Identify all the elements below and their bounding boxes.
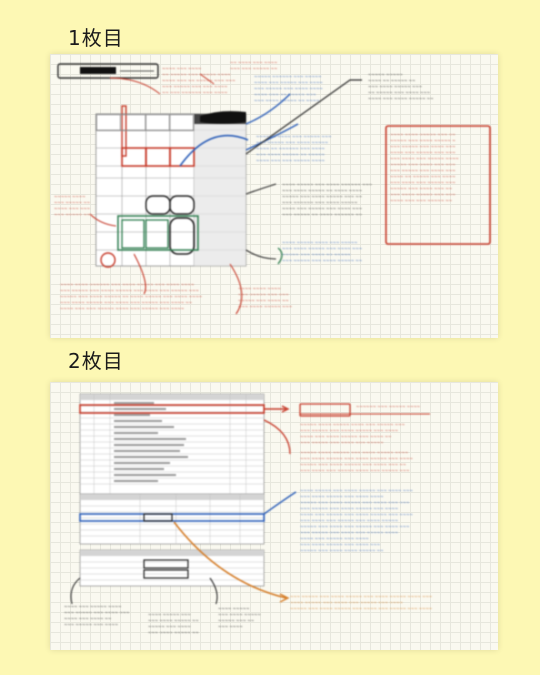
annotated-page-2: ~~~~~~ ~~~ ~~~~~ ~~~~ ~~~~~ ~~~~ ~~~~~ ~…: [50, 382, 498, 650]
page-heading-first: 1枚目: [68, 26, 124, 50]
annotation-drawing-2: [70, 393, 430, 605]
page-heading-second: 2枚目: [68, 349, 124, 373]
schedule-table-1: [95, 114, 195, 131]
annotation-drawing-1: [57, 63, 491, 315]
annotated-page-1: ~~~~ ~~~ ~~~~ ~~ ~~~~~ ~~~ ~~~~~ ~~~~ ~~…: [50, 54, 498, 338]
